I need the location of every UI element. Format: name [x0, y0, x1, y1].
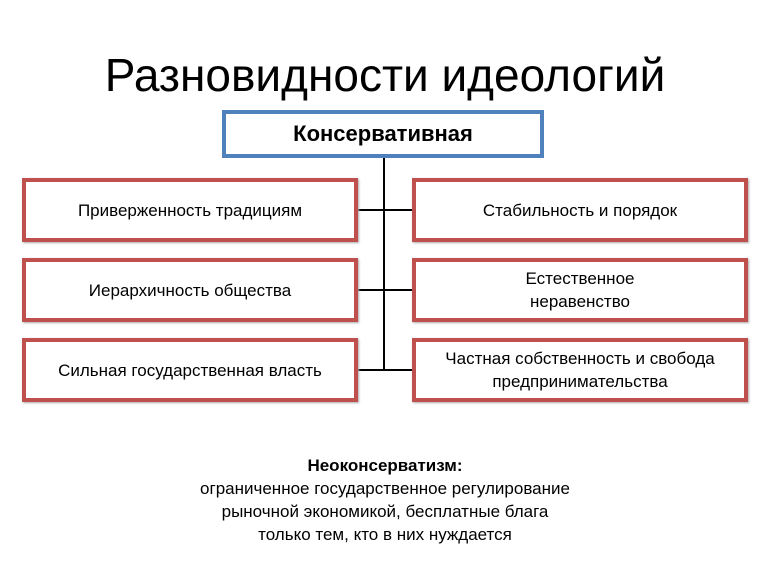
connector-line	[356, 289, 412, 291]
neo-line: рыночной экономикой, бесплатные блага	[221, 502, 549, 521]
node-left-3: Сильная государственная власть	[22, 338, 358, 402]
node-right-3: Частная собственность и свобода предприн…	[412, 338, 748, 402]
neoconservatism-note: Неоконсерватизм: ограниченное государств…	[0, 454, 770, 546]
node-right-1: Стабильность и порядок	[412, 178, 748, 242]
neo-line: ограниченное государственное регулирован…	[200, 479, 570, 498]
node-right-2: Естественное неравенство	[412, 258, 748, 322]
connector-line	[356, 209, 412, 211]
neo-heading: Неоконсерватизм:	[307, 456, 463, 475]
connector-line	[383, 158, 385, 370]
node-left-2: Иерархичность общества	[22, 258, 358, 322]
neo-line: только тем, кто в них нуждается	[258, 525, 512, 544]
connector-line	[356, 369, 412, 371]
page-title: Разновидности идеологий	[104, 49, 666, 101]
node-left-1: Приверженность традициям	[22, 178, 358, 242]
root-node: Консервативная	[222, 110, 544, 158]
